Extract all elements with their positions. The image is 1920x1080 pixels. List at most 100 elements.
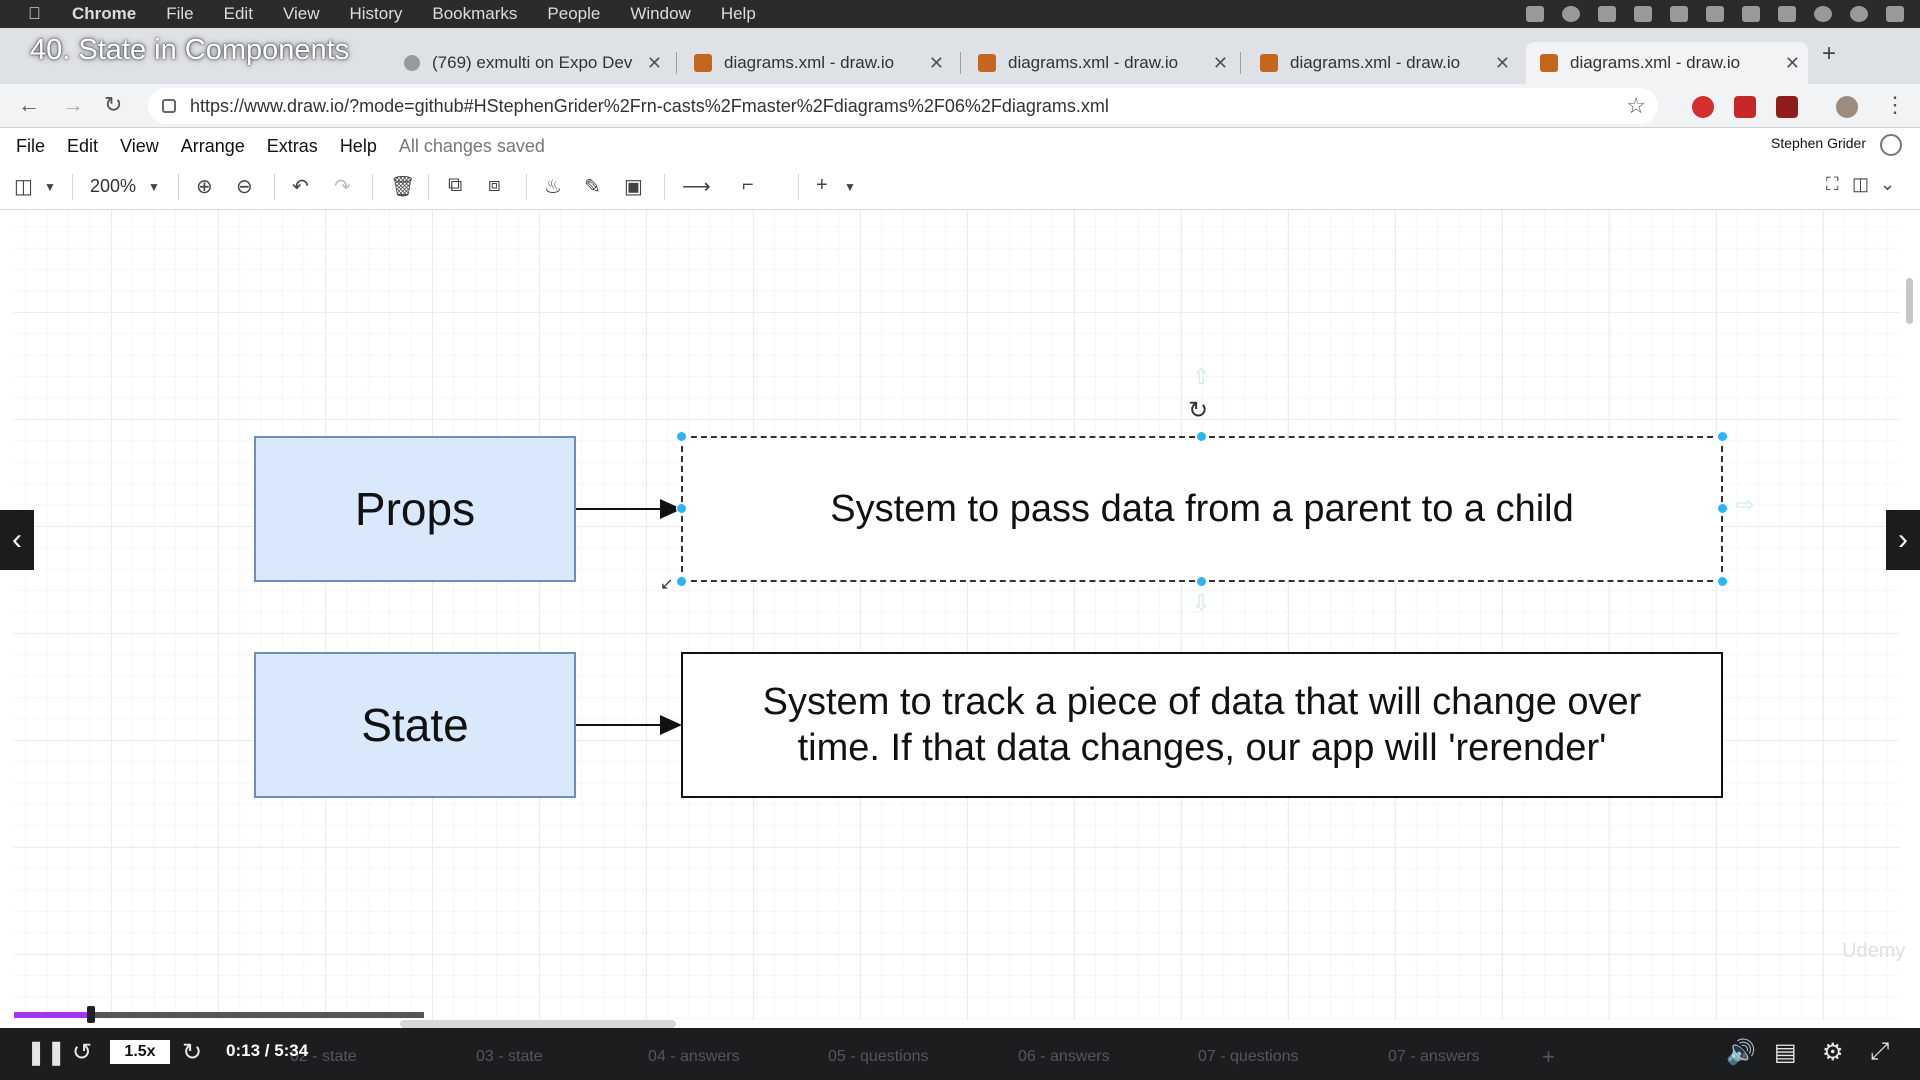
tab-drawio-1[interactable]: diagrams.xml - draw.io ✕ <box>680 42 952 84</box>
tab-drawio-2[interactable]: diagrams.xml - draw.io ✕ <box>964 42 1236 84</box>
reload-icon[interactable]: ↻ <box>104 92 123 117</box>
battery-icon[interactable] <box>1778 6 1796 22</box>
menu-arrange[interactable]: Arrange <box>180 135 245 156</box>
redo-icon[interactable]: ↷ <box>334 176 351 198</box>
page-tab[interactable]: 02 - state <box>290 1048 357 1065</box>
props-box[interactable]: Props <box>254 436 576 582</box>
zoom-out-icon[interactable]: ⊖ <box>236 176 253 198</box>
line-color-icon[interactable]: ✎ <box>584 176 601 198</box>
page-tab[interactable]: 04 - answers <box>648 1048 740 1065</box>
mac-menu-history[interactable]: History <box>349 4 403 23</box>
fullscreen-icon[interactable]: ⛶ <box>1826 174 1839 194</box>
globe-icon[interactable] <box>1880 134 1902 156</box>
avatar[interactable] <box>1836 96 1858 118</box>
user-name[interactable]: Stephen Grider <box>1771 135 1866 151</box>
close-icon[interactable]: ✕ <box>1494 52 1510 73</box>
menu-extras[interactable]: Extras <box>266 135 318 156</box>
mac-menu-bookmarks[interactable]: Bookmarks <box>432 4 518 23</box>
status-icon-6[interactable] <box>1706 6 1724 22</box>
mac-menu-help[interactable]: Help <box>720 4 756 23</box>
props-arrow[interactable] <box>576 499 682 519</box>
mac-menu-view[interactable]: View <box>282 4 320 23</box>
rotate-handle-icon[interactable]: ↻ <box>1188 397 1209 424</box>
page-tab[interactable]: 06 - answers <box>1018 1048 1110 1065</box>
waypoints-icon[interactable]: ⌐ <box>742 174 754 196</box>
shadow-icon[interactable]: ▣ <box>624 176 643 198</box>
resize-handle[interactable] <box>1196 576 1207 587</box>
page-tab[interactable]: 07 - questions <box>1198 1048 1299 1065</box>
zoom-in-icon[interactable]: ⊕ <box>196 176 213 198</box>
chevron-down-icon[interactable]: ▼ <box>844 180 856 194</box>
page-tab[interactable]: 03 - state <box>476 1048 543 1065</box>
forward-arrow-icon[interactable]: → <box>62 92 84 117</box>
notification-icon[interactable] <box>1886 6 1904 22</box>
mac-menu-app[interactable]: Chrome <box>72 4 137 23</box>
panel-toggle-icon[interactable]: ◫ <box>1852 174 1870 194</box>
playback-speed-button[interactable]: 1.5x <box>110 1040 170 1064</box>
arrow-right-hint-icon[interactable]: ⇨ <box>1736 492 1755 517</box>
close-icon[interactable]: ✕ <box>646 52 662 73</box>
rewind-icon[interactable]: ↺ <box>72 1039 93 1066</box>
delete-icon[interactable]: 🗑 <box>390 176 416 198</box>
siri-icon[interactable] <box>1850 6 1868 22</box>
kebab-menu-icon[interactable]: ⋮ <box>1884 92 1906 117</box>
menu-file[interactable]: File <box>16 135 46 156</box>
resize-handle[interactable] <box>1717 503 1728 514</box>
undo-icon[interactable]: ↶ <box>292 176 309 198</box>
resize-handle[interactable] <box>676 503 687 514</box>
next-lecture-button[interactable]: › <box>1886 510 1920 570</box>
star-icon[interactable]: ☆ <box>1626 93 1646 118</box>
extension-icon[interactable] <box>1692 96 1714 118</box>
insert-icon[interactable]: + <box>816 174 828 196</box>
resize-handle[interactable] <box>1717 431 1728 442</box>
video-progress-track[interactable] <box>14 1012 424 1018</box>
resize-handle[interactable] <box>1717 576 1728 587</box>
vertical-scrollbar[interactable] <box>1906 278 1913 324</box>
mac-menu-file[interactable]: File <box>166 4 194 23</box>
back-arrow-icon[interactable]: ← <box>18 92 40 117</box>
status-icon-5[interactable] <box>1670 6 1688 22</box>
to-back-icon[interactable]: ⧈ <box>488 174 501 196</box>
add-page-icon[interactable]: + <box>1542 1044 1555 1069</box>
page-tab[interactable]: 07 - answers <box>1388 1048 1480 1065</box>
status-icon-1[interactable] <box>1526 6 1544 22</box>
fill-color-icon[interactable]: ♨ <box>544 176 562 198</box>
url-field[interactable]: https://www.draw.io/?mode=github#HStephe… <box>148 88 1658 124</box>
spotlight-icon[interactable] <box>1814 6 1832 22</box>
previous-lecture-button[interactable]: ‹ <box>0 510 34 570</box>
props-description-box[interactable]: System to pass data from a parent to a c… <box>681 436 1723 582</box>
state-box[interactable]: State <box>254 652 576 798</box>
status-icon-4[interactable] <box>1634 6 1652 22</box>
extension-icon[interactable] <box>1734 96 1756 118</box>
status-icon-2[interactable] <box>1562 6 1580 22</box>
video-progress-knob[interactable] <box>87 1006 95 1023</box>
close-icon[interactable]: ✕ <box>928 52 944 73</box>
state-arrow[interactable] <box>576 715 682 735</box>
volume-icon[interactable]: 🔊 <box>1726 1039 1756 1066</box>
wifi-icon[interactable] <box>1742 6 1760 22</box>
resize-handle[interactable] <box>1196 431 1207 442</box>
chevron-down-icon[interactable]: ▼ <box>148 180 160 194</box>
settings-gear-icon[interactable]: ⚙ <box>1822 1039 1844 1066</box>
apple-icon[interactable]:  <box>28 4 48 24</box>
diagram-canvas[interactable] <box>14 210 1900 1020</box>
arrow-down-hint-icon[interactable]: ⇩ <box>1192 590 1211 615</box>
extension-icon[interactable] <box>1776 96 1798 118</box>
menu-edit[interactable]: Edit <box>67 135 99 156</box>
close-icon[interactable]: ✕ <box>1212 52 1228 73</box>
zoom-select[interactable]: 200% <box>90 176 137 196</box>
exit-fullscreen-icon[interactable]: ⤢ <box>1870 1038 1890 1065</box>
new-tab-button[interactable]: + <box>1822 40 1837 67</box>
pause-icon[interactable]: ❚❚ <box>26 1039 67 1066</box>
menu-help[interactable]: Help <box>339 135 377 156</box>
chevron-down-icon[interactable]: ▼ <box>44 180 56 194</box>
mac-menu-window[interactable]: Window <box>630 4 691 23</box>
page-tab[interactable]: 05 - questions <box>828 1048 929 1065</box>
tab-drawio-active[interactable]: diagrams.xml - draw.io ✕ <box>1526 42 1808 84</box>
mac-menu-edit[interactable]: Edit <box>223 4 253 23</box>
close-icon[interactable]: ✕ <box>1784 52 1800 73</box>
format-panel-icon[interactable]: ◫ <box>14 176 33 198</box>
tab-expo[interactable]: (769) exmulti on Expo Dev ✕ <box>390 42 670 84</box>
to-front-icon[interactable]: ⧉ <box>448 174 463 196</box>
resize-handle[interactable] <box>676 431 687 442</box>
